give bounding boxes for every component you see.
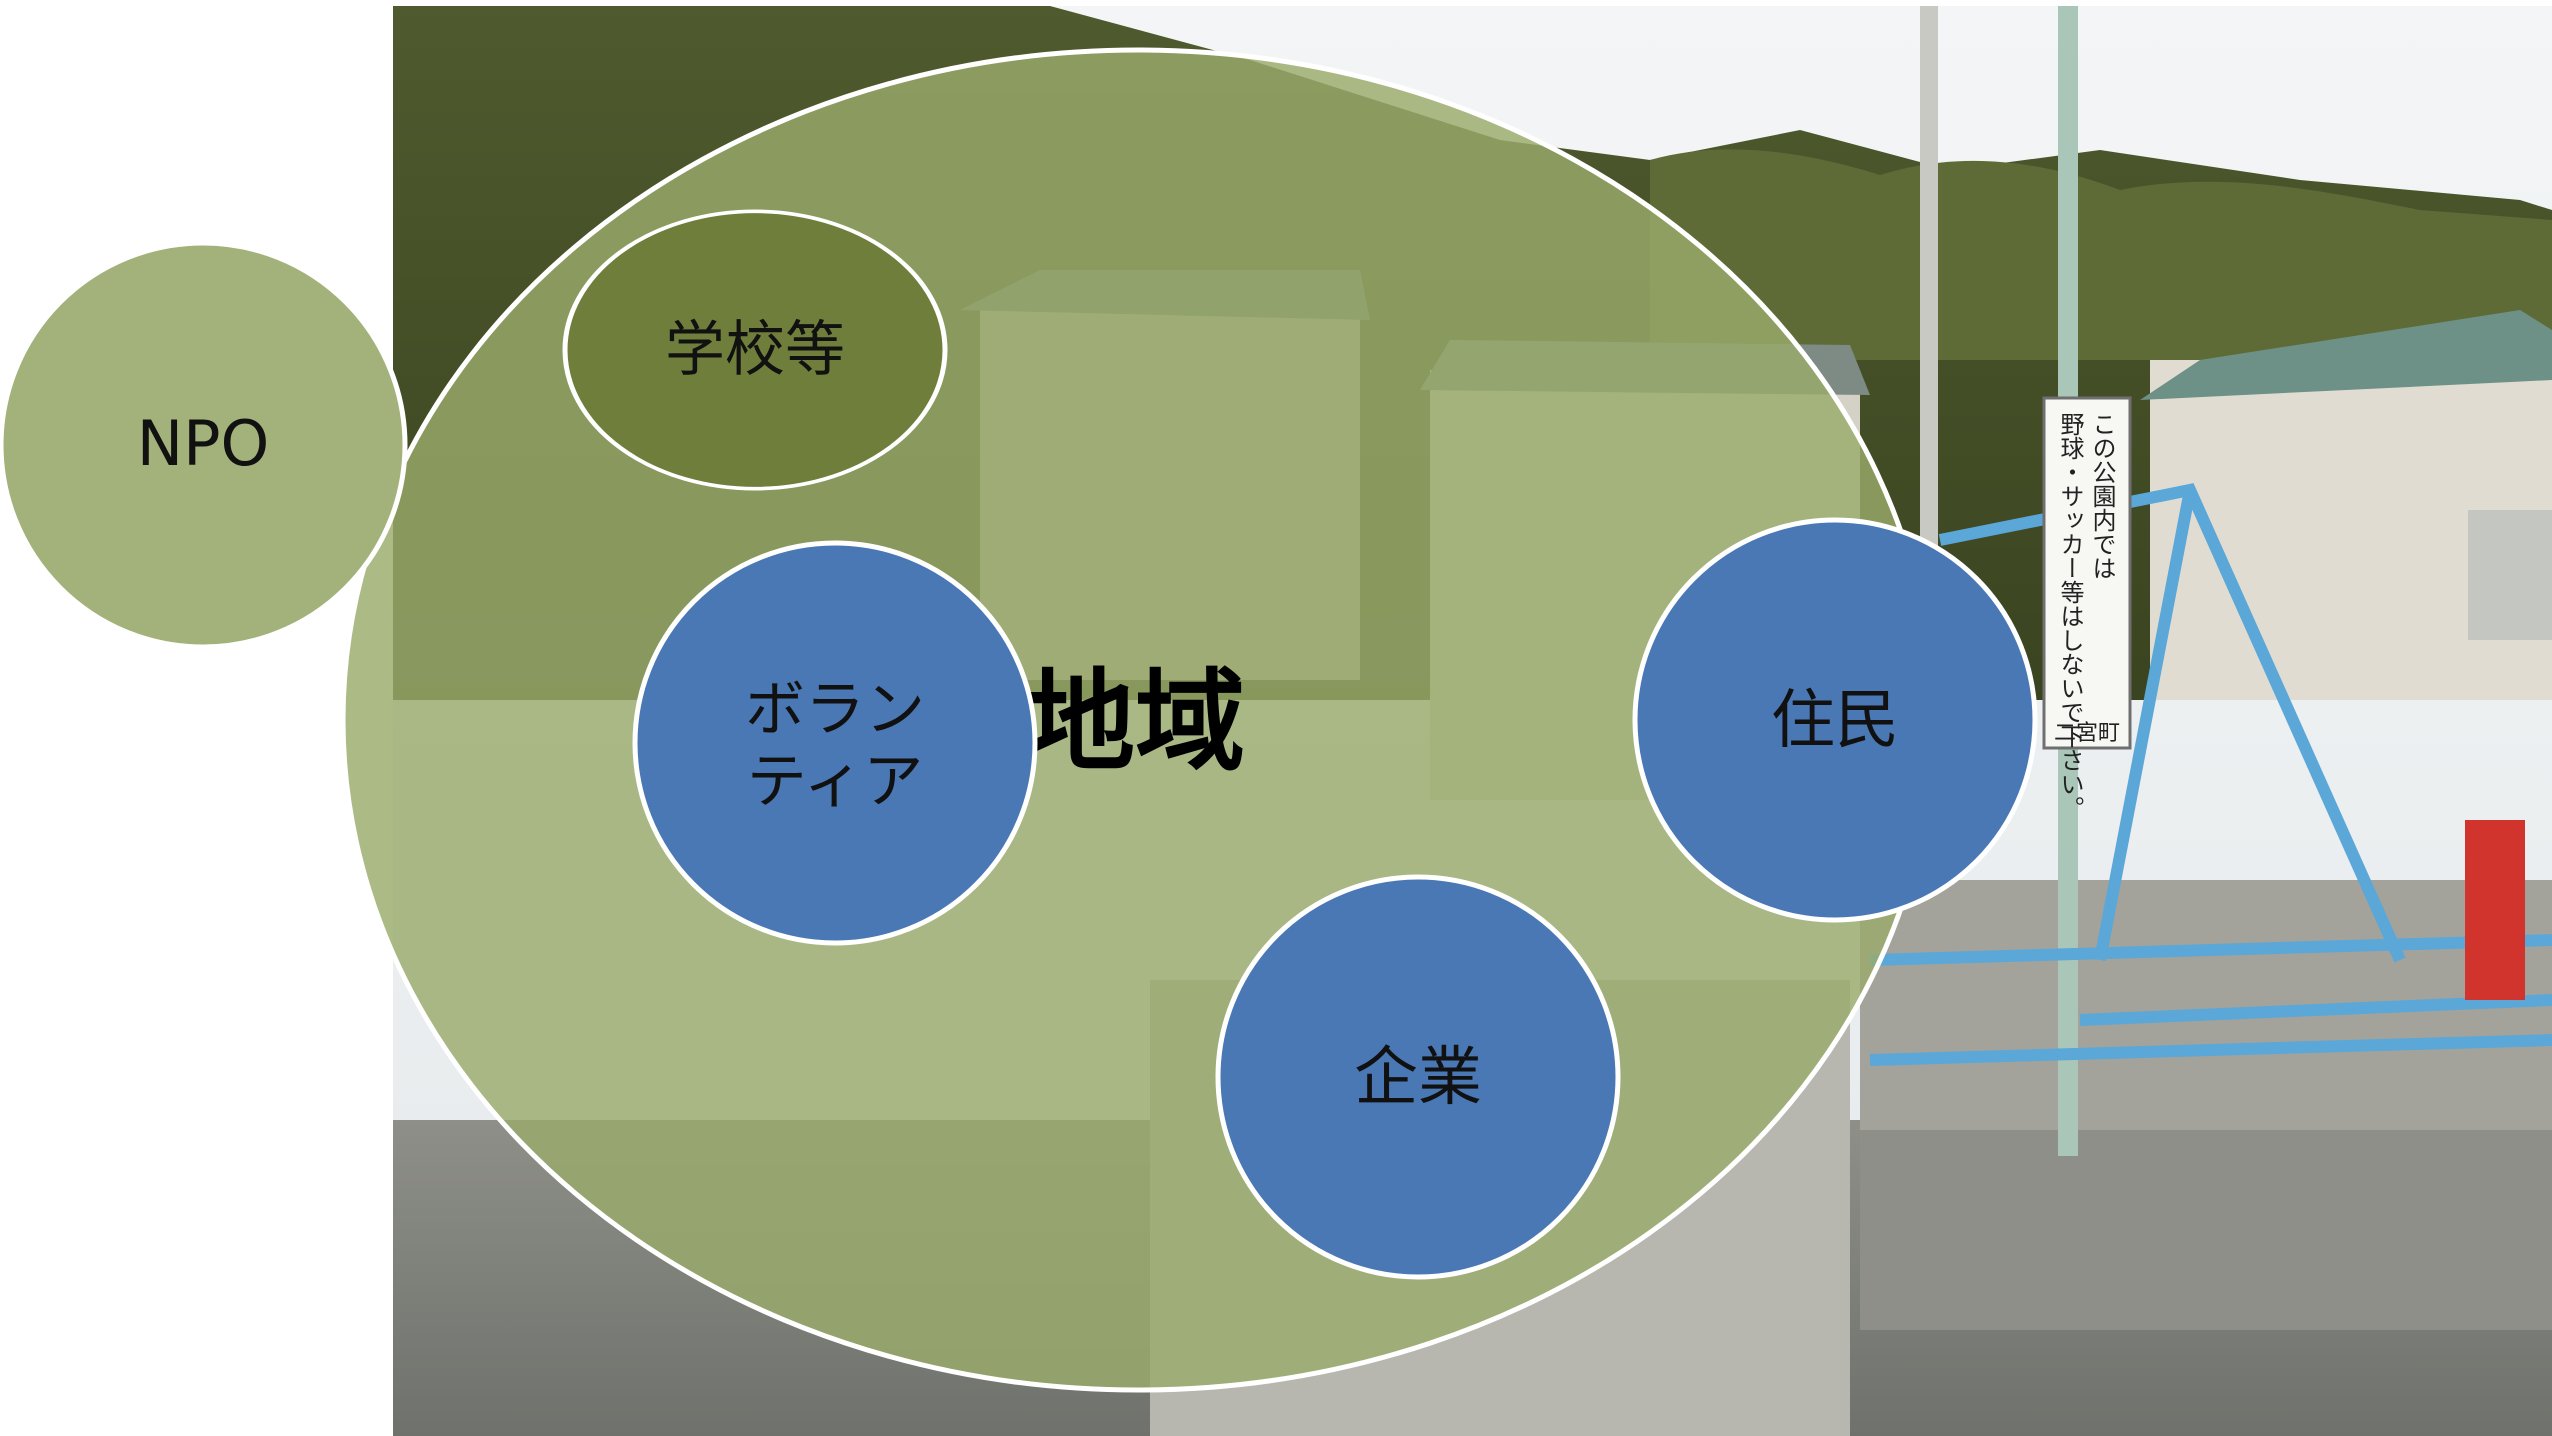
volunteer-label-line2: ティア [747, 747, 923, 817]
npo-label: NPO [137, 407, 270, 480]
companies-node: 企業 [1215, 874, 1621, 1280]
volunteer-node: ボラン ティア [632, 540, 1038, 946]
residents-node: 住民 [1632, 517, 2038, 923]
npo-circle [0, 240, 408, 650]
sign-board-panel [2042, 396, 2132, 750]
residents-label: 住民 [1771, 684, 1899, 758]
photo-house-right-roof [2140, 310, 2552, 400]
npo-node: NPO [0, 240, 408, 650]
center-label: 地域 [1025, 658, 1245, 786]
photo-red-box [2465, 820, 2525, 1000]
schools-circle [562, 209, 948, 491]
photo-concrete-wall [1860, 1130, 2552, 1330]
photo-sign-board: この公園内では 野球・サッカー等はしないで下さい。 二宮町 [2042, 396, 2132, 820]
sign-text-line1: この公園内では [2088, 412, 2116, 580]
residents-circle [1632, 517, 2038, 923]
volunteer-label-line1: ボラン [745, 675, 925, 745]
photo-swing-frame [1869, 483, 2552, 1066]
schools-label: 学校等 [665, 315, 845, 385]
companies-circle [1215, 874, 1621, 1280]
sign-text-line2: 野球・サッカー等はしないで下さい。 [2056, 412, 2084, 820]
photo-foliage-right [1650, 149, 2552, 360]
companies-label: 企業 [1354, 1041, 1482, 1115]
photo-electric-box [2468, 510, 2552, 640]
volunteer-circle [632, 540, 1038, 946]
sign-text-footer: 二宮町 [2054, 721, 2120, 746]
schools-node: 学校等 [562, 209, 948, 491]
